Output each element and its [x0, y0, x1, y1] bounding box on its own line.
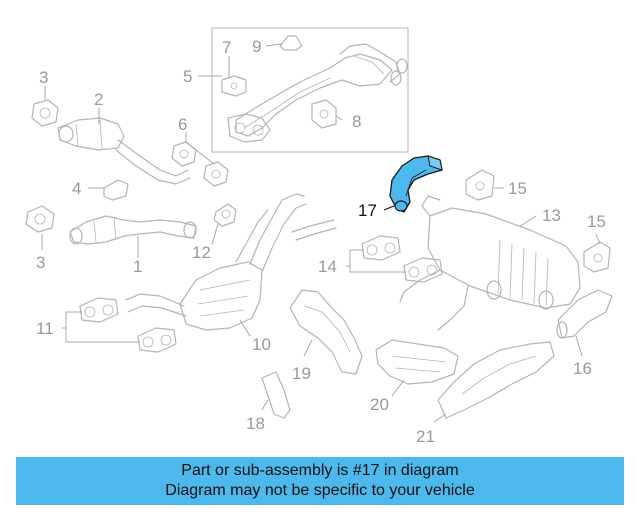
rear-muffler-13 [399, 195, 581, 331]
tailpipe-16 [556, 289, 613, 339]
center-muffler-10 [125, 193, 337, 331]
gasket-3-top [31, 99, 59, 127]
callout-7: 7 [222, 38, 231, 57]
banner-line-2: Diagram may not be specific to your vehi… [165, 482, 475, 499]
callout-8: 8 [352, 112, 361, 131]
clamp-9 [279, 35, 303, 51]
gasket-6-b [203, 161, 229, 187]
callout-14: 14 [318, 257, 337, 276]
exhaust-parts-diagram: 1 2 3 3 4 5 6 7 8 9 10 11 12 13 14 15 15… [25, 27, 613, 446]
bracket-15-b [583, 241, 611, 273]
callout-15-b: 15 [587, 212, 606, 231]
callout-15-a: 15 [508, 179, 527, 198]
heat-shield-21 [437, 341, 555, 419]
front-pipe-assembly [227, 43, 408, 143]
callout-12: 12 [192, 243, 211, 262]
callout-1: 1 [133, 257, 142, 276]
gasket-7 [221, 75, 247, 97]
converter-2 [57, 117, 191, 185]
heat-shield-18 [261, 371, 291, 419]
callout-17[interactable]: 17 [358, 201, 377, 220]
part-info-banner: Part or sub-assembly is #17 in diagram D… [16, 457, 624, 505]
heat-shield-20 [375, 339, 459, 385]
callout-11: 11 [36, 319, 54, 338]
front-pipe-1 [69, 215, 197, 245]
leader-lines [41, 43, 601, 423]
bracket-4 [103, 179, 129, 201]
clamp-11-a [79, 297, 119, 323]
callout-3-top: 3 [39, 68, 48, 87]
clamp-14-a [361, 235, 401, 261]
callout-21: 21 [416, 427, 435, 446]
heat-shield-19 [289, 289, 363, 375]
gasket-3-bottom [25, 205, 55, 233]
callout-5: 5 [183, 67, 192, 86]
detail-inset-frame [211, 27, 409, 153]
clamp-11-b [137, 327, 177, 353]
bracket-15-a [465, 169, 495, 201]
callout-10: 10 [252, 335, 271, 354]
callout-13: 13 [542, 206, 561, 225]
callout-2: 2 [94, 90, 103, 109]
callout-18: 18 [246, 414, 265, 433]
gasket-6-a [171, 141, 197, 167]
callout-16: 16 [573, 359, 592, 378]
callout-20: 20 [370, 395, 389, 414]
callout-6: 6 [178, 115, 187, 134]
sensor-12 [213, 203, 237, 227]
hanger-8 [311, 99, 337, 129]
banner-line-1: Part or sub-assembly is #17 in diagram [181, 462, 459, 479]
highlighted-part-17[interactable] [389, 155, 443, 213]
callout-9: 9 [252, 37, 261, 56]
callout-3-bottom: 3 [36, 253, 45, 272]
clamp-14-b [403, 257, 443, 283]
callout-4: 4 [72, 179, 81, 198]
callout-19: 19 [292, 364, 311, 383]
